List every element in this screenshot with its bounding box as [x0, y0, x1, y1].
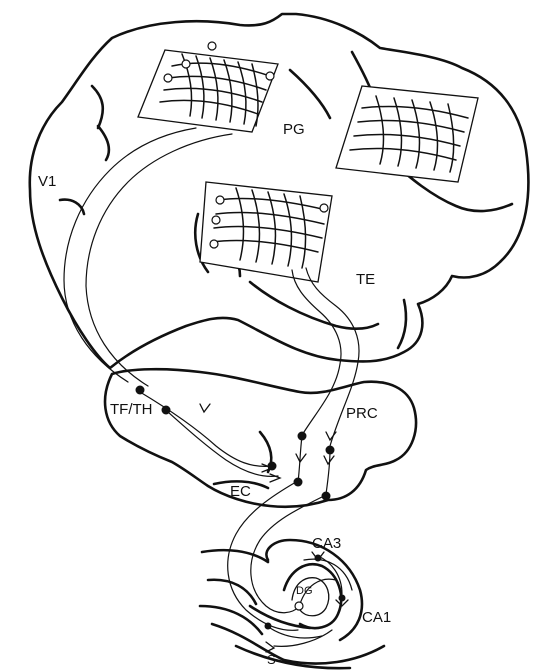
label-s: S	[267, 652, 276, 667]
grid-sheet-right	[336, 86, 478, 182]
grid-sheet-te	[200, 182, 332, 282]
label-te: TE	[356, 271, 375, 288]
label-v1: V1	[38, 173, 56, 190]
neuron-ring-dg	[295, 602, 303, 610]
neuron-dot-ec-3	[322, 492, 331, 501]
neuron-dot-ec-1	[268, 462, 277, 471]
neuron-dot-tfth-2	[162, 406, 171, 415]
label-prc: PRC	[346, 405, 378, 422]
label-pg: PG	[283, 121, 305, 138]
neuron-dot-ca3	[315, 555, 322, 562]
parahippocampal-outline	[105, 369, 416, 507]
grid-sheet-top	[138, 42, 278, 132]
neuron-dot-tfth-1	[136, 386, 145, 395]
neuron-dots	[136, 386, 346, 630]
neuron-dot-ca1	[339, 595, 346, 602]
label-ca3: CA3	[312, 535, 341, 552]
neuron-dot-s	[265, 623, 272, 630]
neuron-dot-ec-2	[294, 478, 303, 487]
label-tfth: TF/TH	[110, 401, 153, 418]
label-dg: DG	[296, 585, 313, 597]
neuron-dot-prc-1	[298, 432, 307, 441]
label-ca1: CA1	[362, 609, 391, 626]
neuron-dot-prc-2	[326, 446, 335, 455]
label-ec: EC	[230, 483, 251, 500]
